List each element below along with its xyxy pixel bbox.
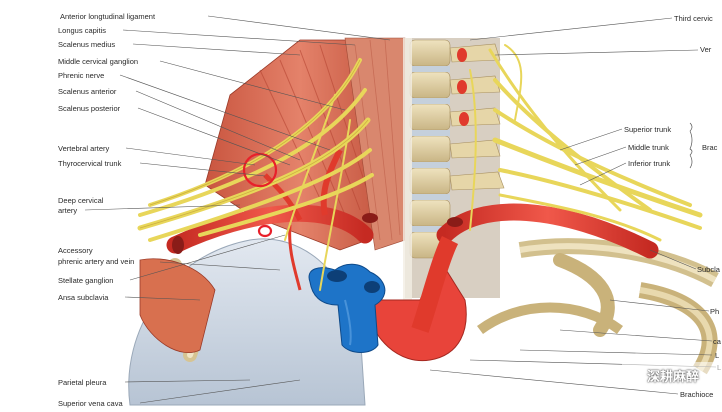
vertebral-artery-vessel (320, 148, 343, 216)
label-third-cervical: Third cervic (674, 14, 713, 23)
label-subclavian: Subcla (697, 265, 720, 274)
label-longus-capitis: Longus capitis (58, 26, 106, 35)
label-superior-vena-cava: Superior vena cava (58, 399, 123, 408)
watermark-logo-spacer (626, 368, 644, 382)
label-ansa-subclavia: Ansa subclavia (58, 293, 109, 302)
right-brachial-plexus (469, 44, 703, 242)
label-ca: ca (713, 337, 721, 346)
stellate-ganglion-marker (257, 224, 273, 238)
label-scalenus-medius: Scalenus medius (58, 40, 116, 49)
label-anterior-longitudinal-ligament: Anterior longtudinal ligament (60, 12, 156, 21)
label-deep-cervical-artery: Deep cervical (58, 196, 104, 205)
label-accessory-phrenic: Accessory (58, 246, 93, 255)
label-brachial: Brac (702, 143, 718, 152)
right-ribs (477, 238, 719, 375)
label-inferior-trunk: Inferior trunk (628, 159, 671, 168)
label-brachiocephalic: Brachioce (680, 390, 714, 399)
label-ph: Ph (710, 307, 720, 316)
watermark-text: 深耕麻醉 (647, 369, 700, 385)
label-parietal-pleura: Parietal pleura (58, 378, 107, 387)
label-vertebral-artery: Vertebral artery (58, 144, 110, 153)
label-vertebra: Ver (700, 45, 712, 54)
label-middle-cervical-ganglion: Middle cervical ganglion (58, 57, 139, 66)
brachiocephalic-trunk (411, 235, 459, 333)
label-middle-trunk: Middle trunk (628, 143, 669, 152)
label-superior-trunk: Superior trunk (624, 125, 672, 134)
vertebral-column (405, 38, 505, 298)
label-phrenic-nerve: Phrenic nerve (58, 71, 105, 80)
scalenus-muscles-fibers (259, 44, 373, 221)
label-stellate-ganglion: Stellate ganglion (58, 276, 114, 285)
label-deep-cervical-artery-line2: artery (58, 206, 78, 215)
label-l1: L (715, 351, 720, 360)
watermark: 深耕麻醉 (622, 362, 722, 388)
right-leader-lines (429, 17, 717, 395)
anterior-longitudinal-ligament-band (403, 38, 412, 300)
label-scalenus-anterior: Scalenus anterior (58, 87, 117, 96)
label-scalenus-posterior: Scalenus posterior (58, 104, 121, 113)
label-thyrocervical-trunk: Thyrocervical trunk (58, 159, 122, 168)
left-leader-lines (84, 15, 391, 404)
label-accessory-phrenic-line2: phrenic artery and vein (58, 257, 135, 266)
left-chest-wall (139, 258, 216, 353)
